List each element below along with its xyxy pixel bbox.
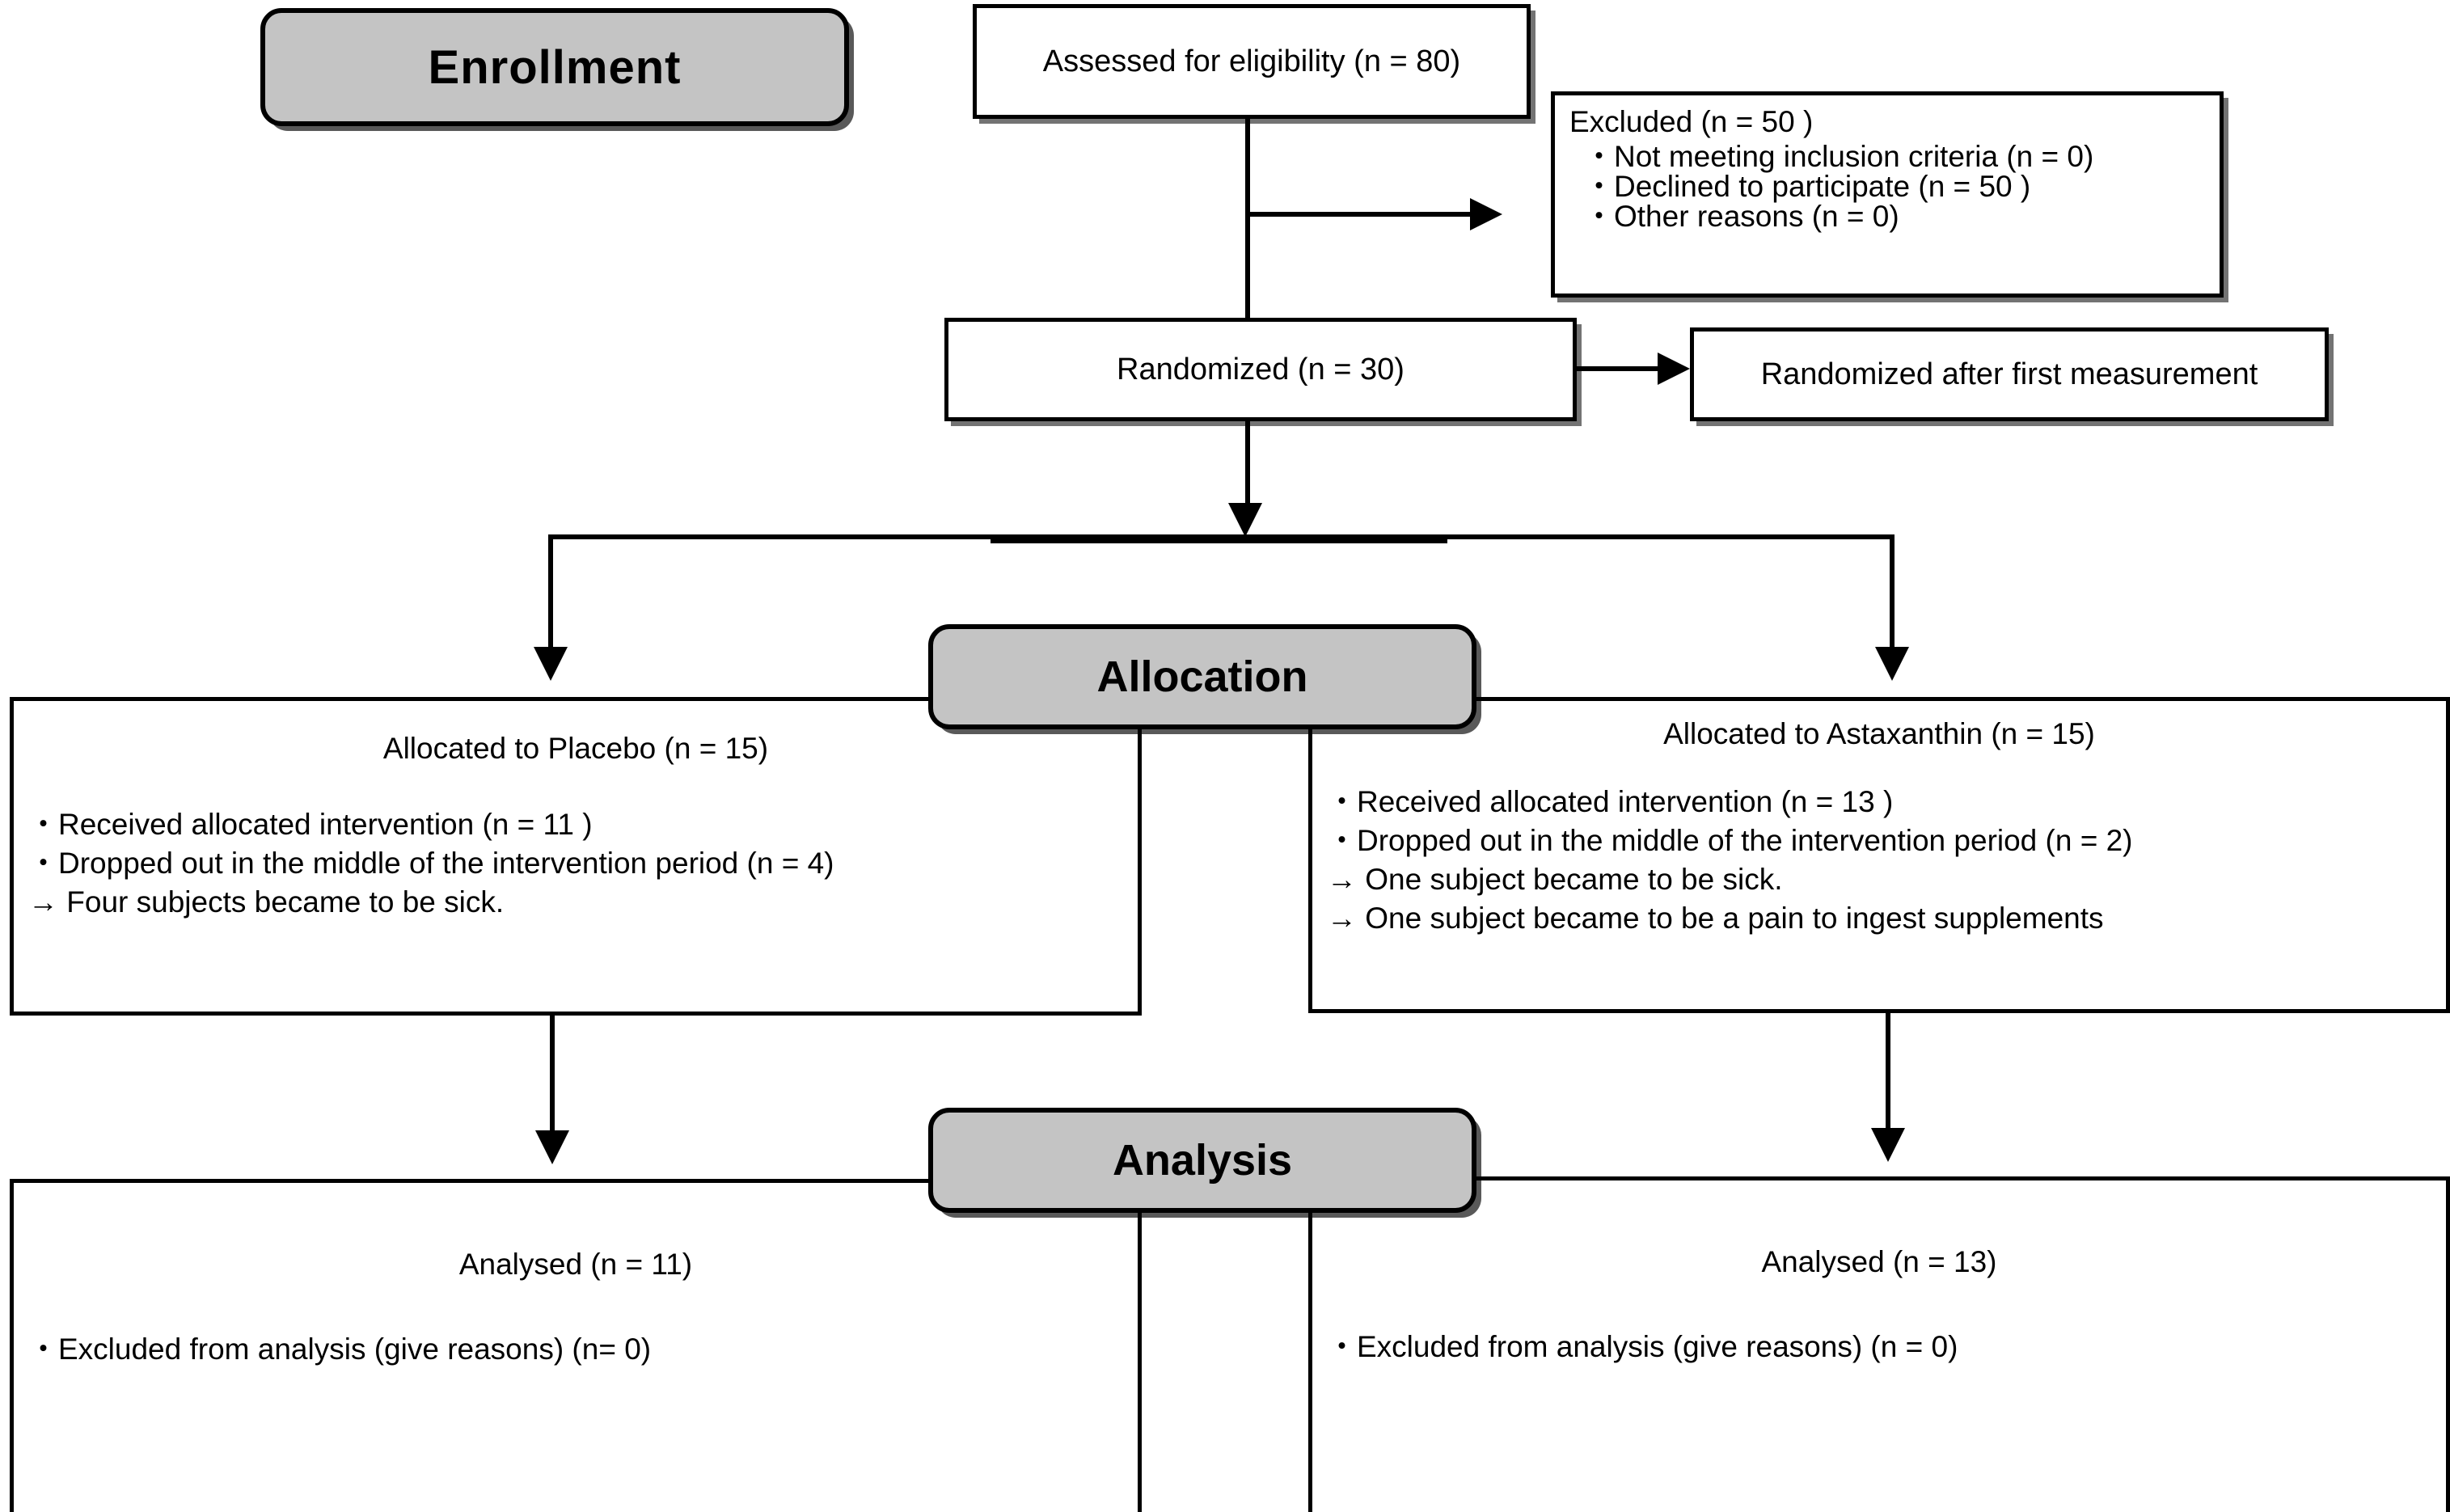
allocation-astaxanthin-line: ・Received allocated intervention (n = 13… bbox=[1327, 785, 1894, 818]
connector-to-excluded-line bbox=[1248, 212, 1470, 217]
connector-split-right-arrowhead bbox=[1875, 647, 1909, 681]
excluded-box: Excluded (n = 50 ) ・Not meeting inclusio… bbox=[1551, 91, 2224, 298]
connector-astaxanthin-to-analysis bbox=[1886, 1013, 1890, 1134]
allocation-placebo-heading: Allocated to Placebo (n = 15) bbox=[382, 732, 769, 765]
randomized-after-first-measurement-box: Randomized after first measurement bbox=[1690, 327, 2329, 421]
allocation-box-astaxanthin: Allocated to Astaxanthin (n = 15) ・Recei… bbox=[1308, 697, 2450, 1013]
connector-split-bar-thick-segment bbox=[991, 534, 1447, 543]
randomized-text: Randomized (n = 30) bbox=[1117, 352, 1405, 386]
allocation-placebo-line: ・Received allocated intervention (n = 11… bbox=[28, 808, 593, 841]
allocation-astaxanthin-heading: Allocated to Astaxanthin (n = 15) bbox=[1663, 717, 2095, 750]
analysis-astaxanthin-line: ・Excluded from analysis (give reasons) (… bbox=[1327, 1330, 1958, 1363]
analysis-placebo-heading: Analysed (n = 11) bbox=[458, 1248, 693, 1281]
allocation-placebo-line: → Four subjects became to be sick. bbox=[28, 885, 505, 919]
stage-label-analysis-text: Analysis bbox=[1112, 1136, 1293, 1185]
connector-assessed-to-randomized bbox=[1245, 119, 1250, 321]
analysis-box-astaxanthin: Analysed (n = 13) ・Excluded from analysi… bbox=[1308, 1176, 2450, 1512]
stage-label-allocation: Allocation bbox=[928, 624, 1476, 729]
stage-label-enrollment: Enrollment bbox=[260, 8, 849, 126]
connector-to-randomized-after-line bbox=[1575, 366, 1660, 371]
allocation-placebo-line: ・Dropped out in the middle of the interv… bbox=[28, 847, 834, 881]
stage-label-enrollment-text: Enrollment bbox=[428, 40, 682, 94]
stage-label-allocation-text: Allocation bbox=[1096, 653, 1308, 701]
analysis-box-placebo: Analysed (n = 11) ・Excluded from analysi… bbox=[10, 1179, 1142, 1512]
connector-placebo-to-analysis bbox=[550, 1016, 555, 1137]
randomized-box: Randomized (n = 30) bbox=[944, 318, 1577, 421]
connector-randomized-down bbox=[1245, 421, 1250, 509]
excluded-reason: ・Not meeting inclusion criteria (n = 0) bbox=[1584, 140, 2094, 173]
assessed-for-eligibility-text: Assessed for eligibility (n = 80) bbox=[1042, 44, 1461, 78]
excluded-heading: Excluded (n = 50 ) bbox=[1569, 105, 1814, 138]
connector-to-excluded-arrowhead bbox=[1470, 198, 1502, 230]
excluded-reason: ・Other reasons (n = 0) bbox=[1584, 200, 1899, 233]
connector-split-left-down bbox=[548, 534, 553, 653]
excluded-reason: ・Declined to participate (n = 50 ) bbox=[1584, 170, 2031, 203]
analysis-astaxanthin-heading: Analysed (n = 13) bbox=[1761, 1245, 1997, 1278]
assessed-for-eligibility-box: Assessed for eligibility (n = 80) bbox=[973, 4, 1531, 119]
allocation-astaxanthin-line: → One subject became to be sick. bbox=[1327, 863, 1783, 897]
stage-label-analysis: Analysis bbox=[928, 1108, 1476, 1213]
randomized-after-first-measurement-text: Randomized after first measurement bbox=[1760, 357, 2258, 391]
allocation-box-placebo: Allocated to Placebo (n = 15) ・Received … bbox=[10, 697, 1142, 1016]
connector-to-randomized-after-arrowhead bbox=[1658, 353, 1690, 385]
allocation-astaxanthin-line: → One subject became to be a pain to ing… bbox=[1327, 902, 2104, 935]
connector-randomized-down-arrowhead bbox=[1228, 503, 1262, 537]
connector-astaxanthin-to-analysis-arrowhead bbox=[1871, 1128, 1905, 1162]
analysis-placebo-line: ・Excluded from analysis (give reasons) (… bbox=[28, 1333, 652, 1366]
allocation-astaxanthin-line: ・Dropped out in the middle of the interv… bbox=[1327, 824, 2133, 858]
connector-placebo-to-analysis-arrowhead bbox=[535, 1130, 569, 1164]
connector-split-right-down bbox=[1890, 534, 1895, 653]
connector-split-left-arrowhead bbox=[534, 647, 568, 681]
